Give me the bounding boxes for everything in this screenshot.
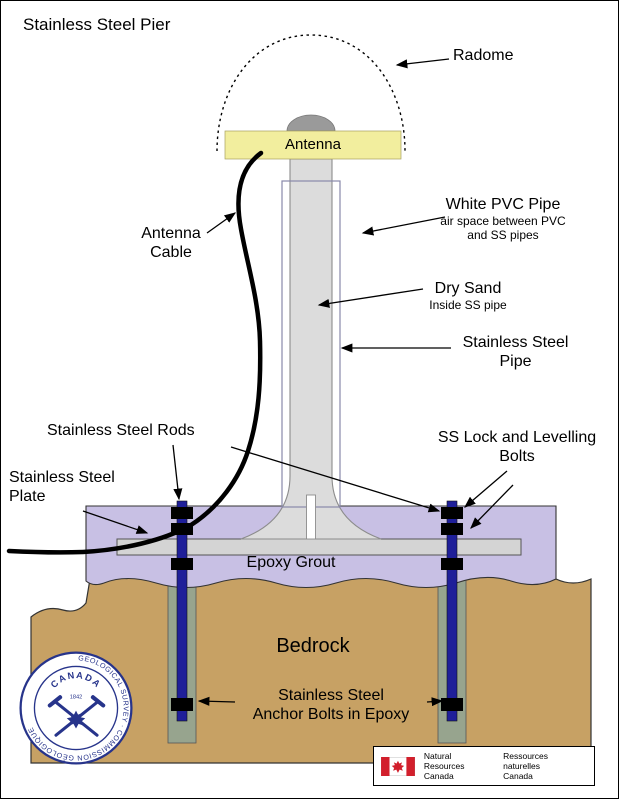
seal-year-text: 1842 xyxy=(70,694,83,700)
dry-sand-label: Dry Sand Inside SS pipe xyxy=(403,261,533,331)
lock-bolts-arrow-2 xyxy=(470,484,514,529)
antenna-label: Antenna xyxy=(285,136,341,153)
left-anchor-rod xyxy=(176,500,188,722)
canada-flag-icon xyxy=(381,756,415,776)
antenna-cable-label: Antenna Cable xyxy=(141,225,201,261)
rods-arrow-left xyxy=(172,444,183,501)
antenna-plate xyxy=(224,130,402,160)
pvc-pipe-label-main: White PVC Pipe xyxy=(445,195,561,213)
wordmark-french: Ressources naturelles Canada xyxy=(503,750,548,782)
rods-arrow-right xyxy=(230,446,441,513)
epoxy-grout-label: Epoxy Grout xyxy=(246,554,336,571)
anchor-bolts-arrow-right xyxy=(426,697,444,707)
plate-arrow xyxy=(82,510,149,534)
dry-sand-arrow xyxy=(317,288,424,308)
nrcan-wordmark: Natural Resources Canada Ressources natu… xyxy=(373,746,595,786)
antenna-cable-arrow xyxy=(206,212,237,234)
rods-label: Stainless Steel Rods xyxy=(47,422,195,439)
geological-survey-seal: GEOLOGICAL SURVEY · COMMISSION GÉOLOGIQU… xyxy=(19,651,133,765)
page-title: Stainless Steel Pier xyxy=(23,15,171,34)
maple-leaf-icon xyxy=(66,710,86,729)
antenna-cable xyxy=(6,150,264,555)
radome-arrow xyxy=(395,58,450,69)
dry-sand-label-sub: Inside SS pipe xyxy=(429,297,507,312)
anchor-bolts-arrow-left xyxy=(197,696,236,706)
antenna-dome xyxy=(286,114,336,132)
seal-inner-ring xyxy=(33,665,119,751)
pvc-pipe-label: White PVC Pipe air space between PVC and… xyxy=(413,177,593,261)
pvc-pipe-label-sub: air space between PVC and SS pipes xyxy=(440,213,566,242)
pedestal-slot xyxy=(306,494,316,540)
anchor-bolts-label: Stainless Steel Anchor Bolts in Epoxy xyxy=(252,687,410,723)
lock-bolts-label: SS Lock and Levelling Bolts xyxy=(437,429,597,465)
wordmark-english: Natural Resources Canada xyxy=(423,750,465,782)
ss-pipe-label: Stainless Steel Pipe xyxy=(462,334,569,370)
seal-outer-ring xyxy=(19,651,133,765)
bedrock-label: Bedrock xyxy=(276,635,350,657)
right-anchor-rod xyxy=(446,500,458,722)
dry-sand-label-main: Dry Sand xyxy=(434,279,502,297)
plate-label: Stainless Steel Plate xyxy=(9,469,115,505)
radome-outline xyxy=(216,34,406,152)
lock-bolts-arrow-1 xyxy=(464,470,508,508)
stainless-steel-pipe xyxy=(240,158,382,540)
radome-label: Radome xyxy=(453,47,514,64)
right-rod-nuts xyxy=(441,507,463,711)
pvc-arrow xyxy=(361,216,446,236)
